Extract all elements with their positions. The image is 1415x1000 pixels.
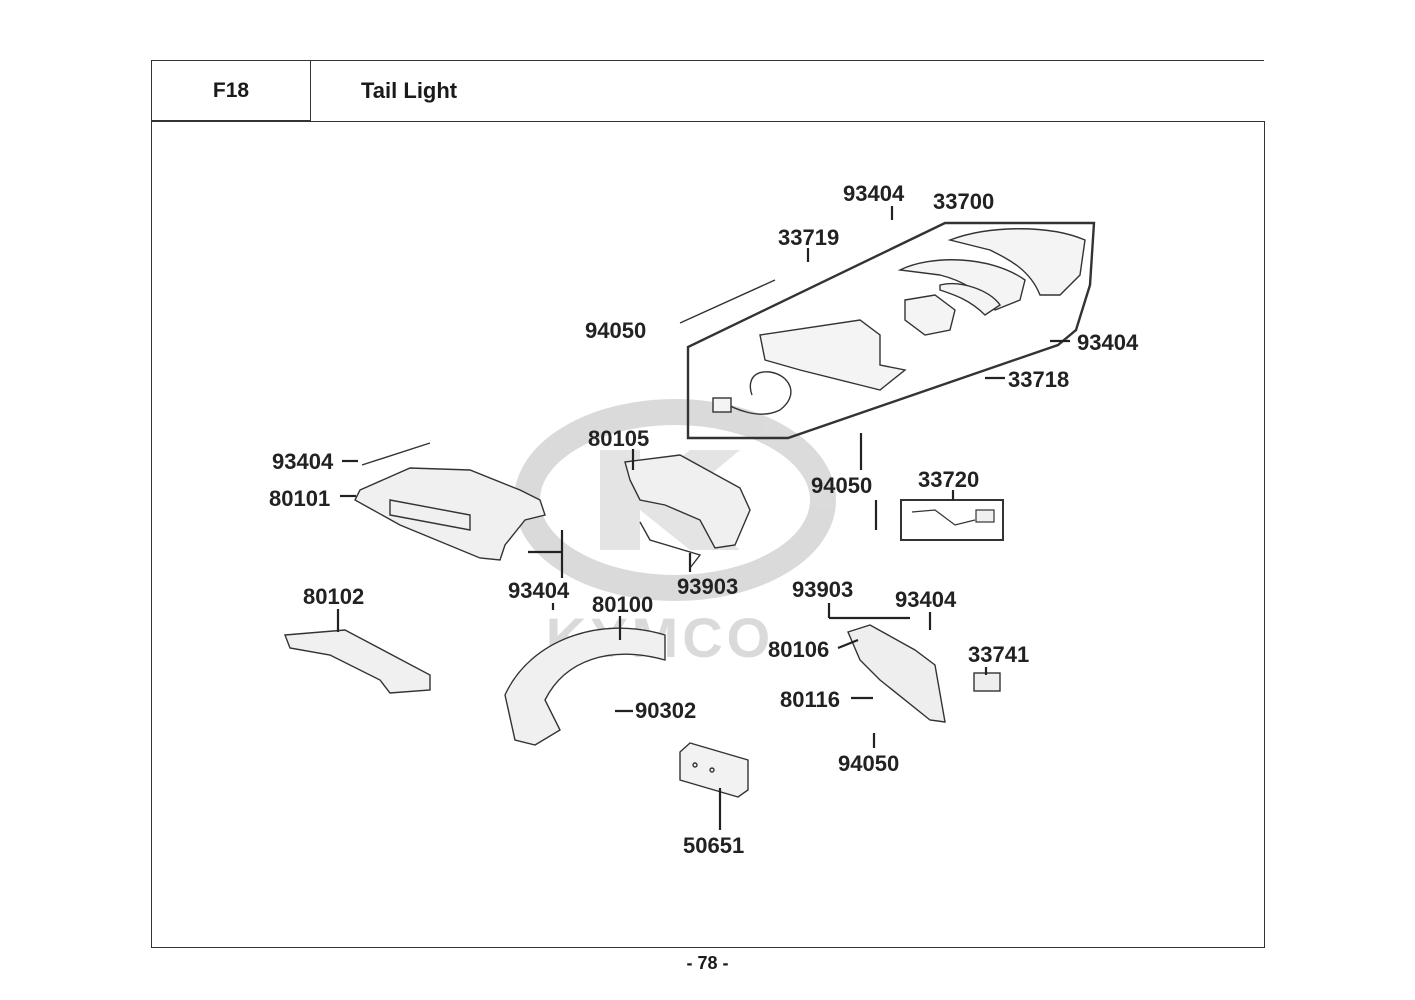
lens-outer xyxy=(947,228,1086,296)
light-housing xyxy=(759,319,907,391)
lens-inner xyxy=(939,283,1001,316)
part-label: 93404 xyxy=(1077,330,1139,355)
leader-lines xyxy=(336,206,1070,830)
part-label: 33720 xyxy=(918,467,979,492)
part-label: 80101 xyxy=(269,486,330,511)
part-label: 93404 xyxy=(843,181,905,206)
part-label: 80102 xyxy=(303,584,364,609)
bracket xyxy=(904,294,956,336)
part-label: 80106 xyxy=(768,637,829,662)
part-label: 33700 xyxy=(933,189,994,214)
plate-50651 xyxy=(679,742,749,798)
reflector-33741 xyxy=(973,672,1001,692)
tail-light-assembly xyxy=(679,221,1096,440)
kymco-watermark: KYMCO xyxy=(514,399,836,669)
part-label: 94050 xyxy=(585,318,646,343)
connector xyxy=(712,397,732,413)
part-label: 80116 xyxy=(780,687,840,712)
part-label: 94050 xyxy=(811,473,872,498)
part-label: 80100 xyxy=(592,592,653,617)
stay-80102 xyxy=(284,629,431,694)
section-title: Tail Light xyxy=(310,60,1264,121)
part-label: 33741 xyxy=(968,642,1029,667)
part-label: 93404 xyxy=(895,587,957,612)
part-label: 93903 xyxy=(792,577,853,602)
plate-holder-80106 xyxy=(847,624,946,723)
frame-80105 xyxy=(624,454,751,569)
inner-fender-80100 xyxy=(504,627,666,746)
page-number: - 78 - xyxy=(686,953,729,973)
section-code: F18 xyxy=(151,60,310,121)
diagram-frame xyxy=(151,121,1265,948)
part-label: 93404 xyxy=(508,578,570,603)
group-boundary xyxy=(686,221,1096,440)
screw-line-94050 xyxy=(679,279,776,324)
part-label: 94050 xyxy=(838,751,899,776)
part-label: 90302 xyxy=(635,698,696,723)
part-label: 33719 xyxy=(778,225,839,250)
part-label: 33718 xyxy=(1008,367,1069,392)
license-light-33720 xyxy=(900,499,1004,541)
rear-bracket-80101 xyxy=(354,442,546,561)
part-label: 93404 xyxy=(272,449,334,474)
part-label: 50651 xyxy=(683,833,744,858)
part-label: 80105 xyxy=(588,426,649,451)
wiring-harness xyxy=(719,371,792,415)
part-label: 93903 xyxy=(677,574,738,599)
